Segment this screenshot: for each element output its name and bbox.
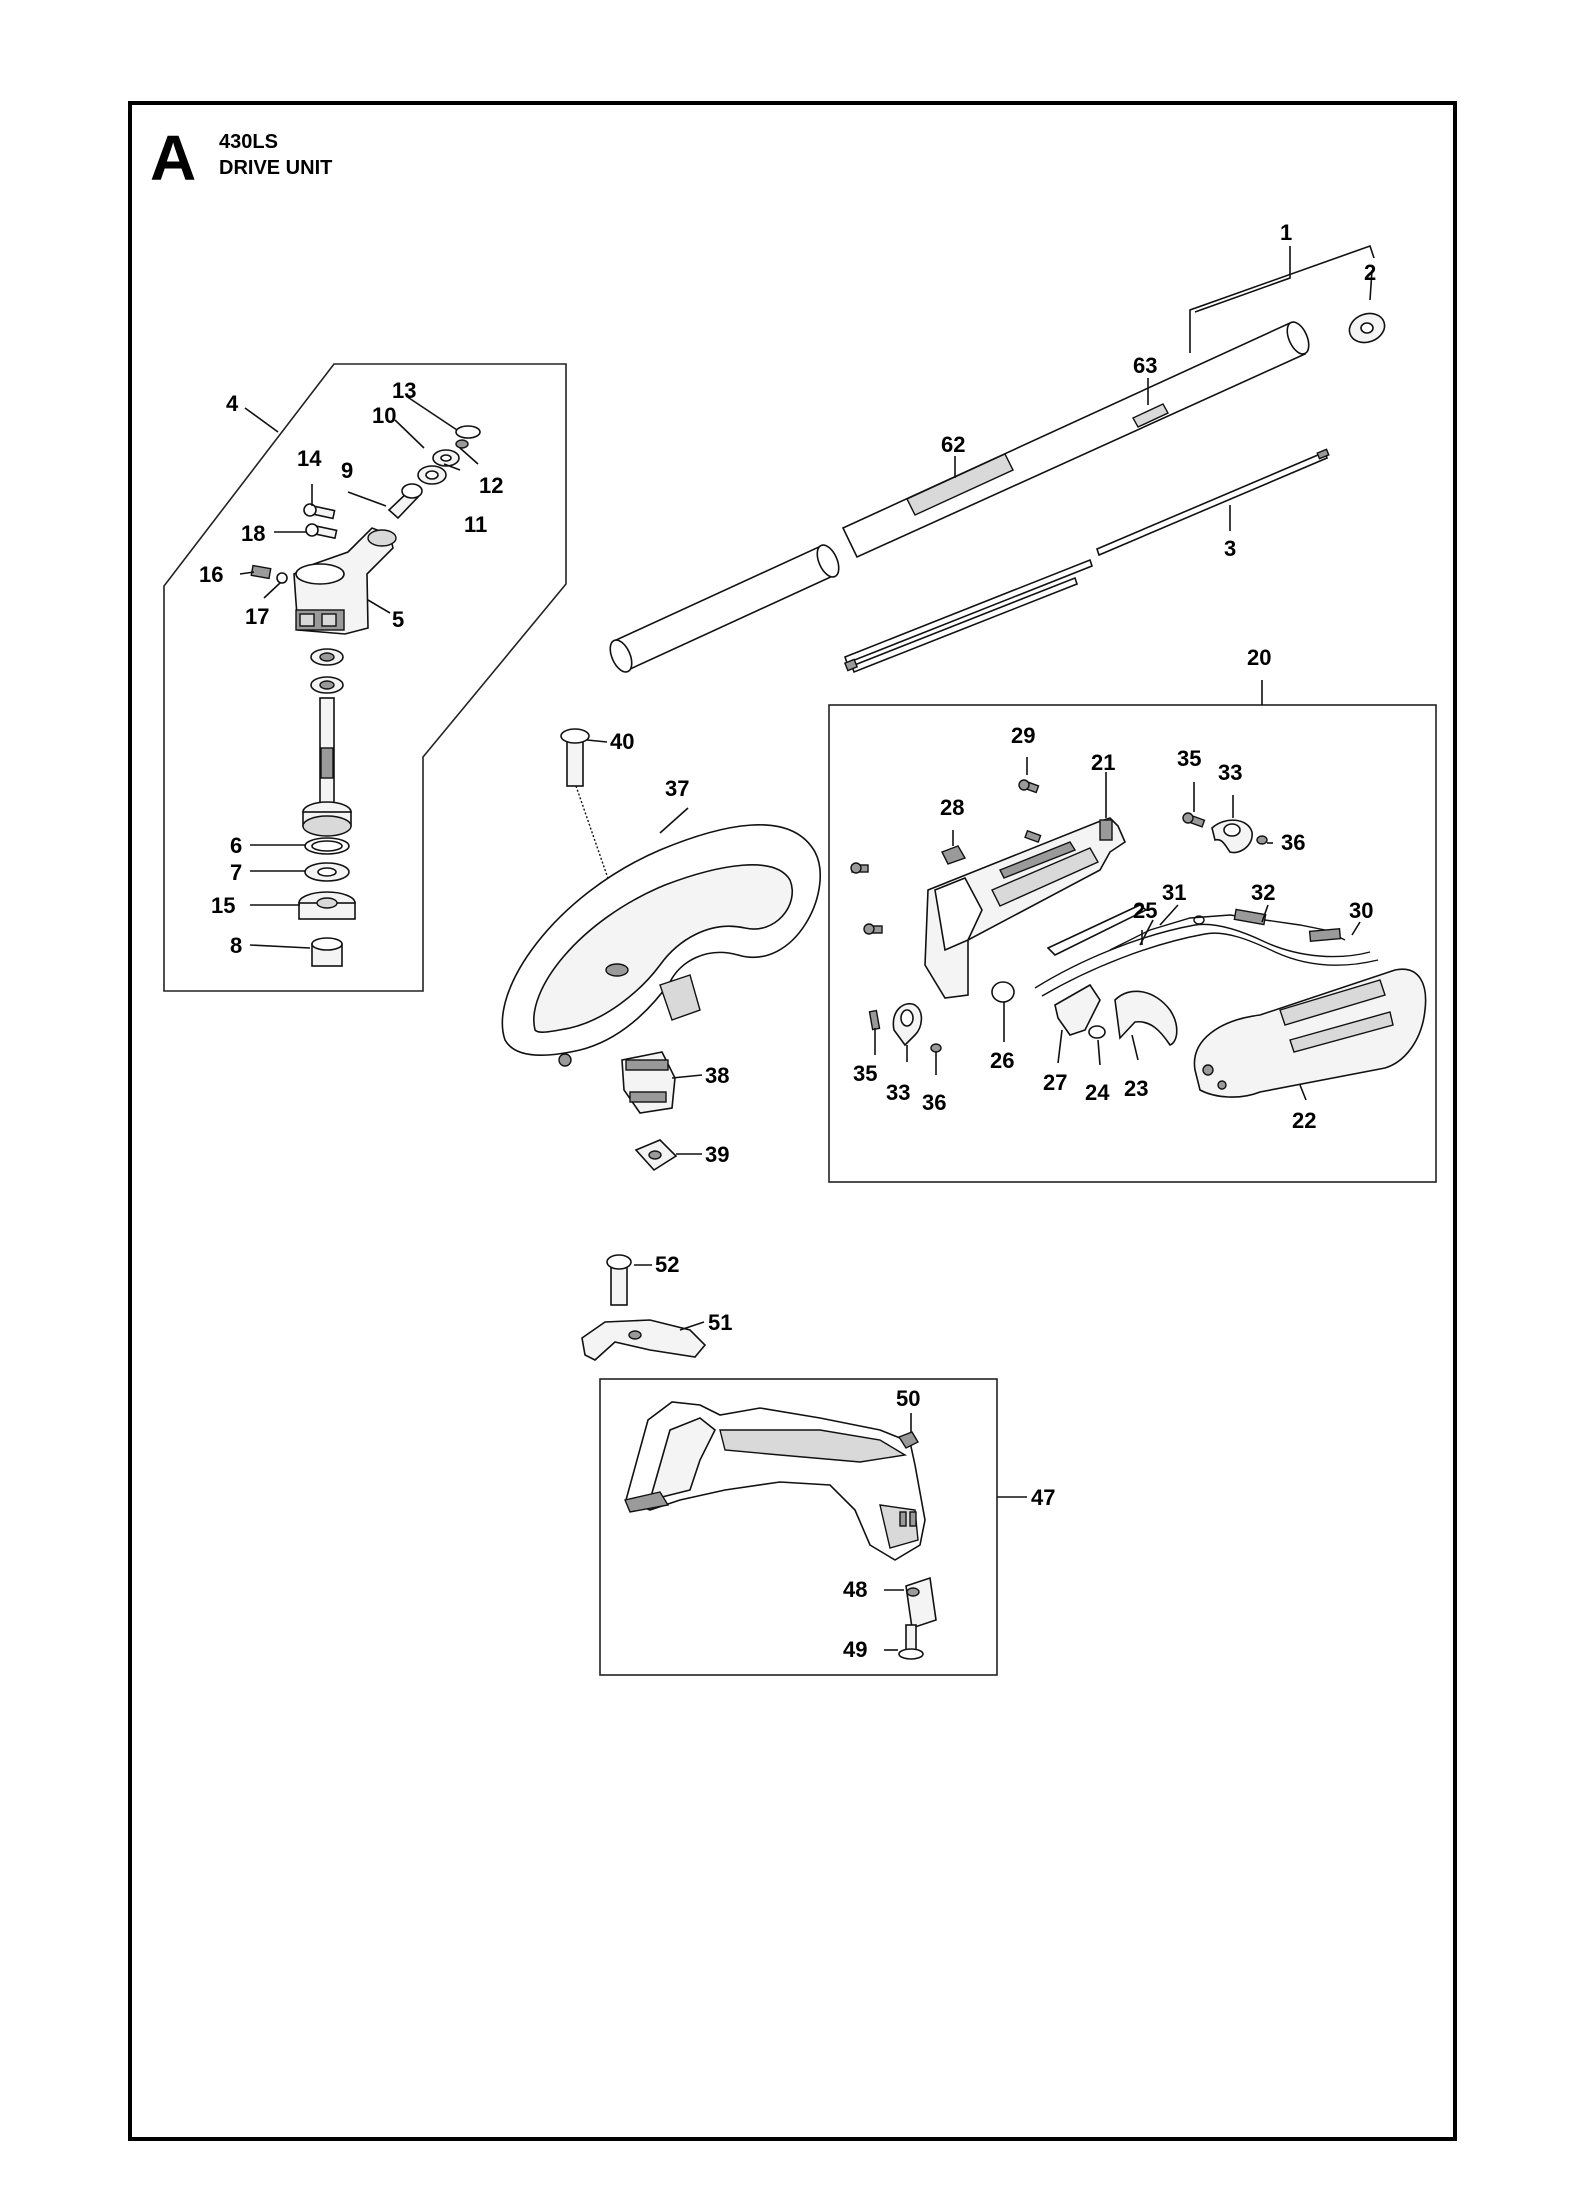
callout-27: 27 xyxy=(1043,1070,1067,1095)
gear-housing xyxy=(293,527,397,635)
callout-50: 50 xyxy=(896,1386,920,1411)
callout-33-bottom: 33 xyxy=(886,1080,910,1105)
callout-22: 22 xyxy=(1292,1108,1316,1133)
callout-39: 39 xyxy=(705,1142,729,1167)
callout-3: 3 xyxy=(1224,536,1236,561)
callout-30: 30 xyxy=(1349,898,1373,923)
callout-9: 9 xyxy=(341,458,353,483)
callout-14: 14 xyxy=(297,446,322,471)
callout-12: 12 xyxy=(479,473,503,498)
handle-group-outline xyxy=(828,704,1437,1183)
guard-bracket: 52 51 xyxy=(581,1252,732,1361)
callout-17: 17 xyxy=(245,604,269,629)
pinion-parts xyxy=(387,425,481,520)
callout-25: 25 xyxy=(1133,898,1157,923)
callout-48: 48 xyxy=(843,1577,867,1602)
callout-35-bottom: 35 xyxy=(853,1061,877,1086)
callout-23: 23 xyxy=(1124,1076,1148,1101)
diagram-header: A 430LS DRIVE UNIT xyxy=(150,122,332,194)
callout-15: 15 xyxy=(211,893,235,918)
callout-35-top: 35 xyxy=(1177,746,1201,771)
handle-group: 20 xyxy=(828,645,1437,1183)
output-shaft-stack xyxy=(298,648,356,967)
gear-group-outline xyxy=(163,363,567,992)
callout-40: 40 xyxy=(610,729,634,754)
callout-16: 16 xyxy=(199,562,223,587)
callout-13: 13 xyxy=(392,378,416,403)
callout-62: 62 xyxy=(941,432,965,457)
callout-20: 20 xyxy=(1247,645,1271,670)
callout-26: 26 xyxy=(990,1048,1014,1073)
callout-1: 1 xyxy=(1280,220,1292,245)
loop-handle-assembly: 40 37 38 39 xyxy=(501,728,821,1172)
callout-47: 47 xyxy=(1031,1485,1055,1510)
callout-51: 51 xyxy=(708,1310,732,1335)
callout-32: 32 xyxy=(1251,880,1275,905)
callout-7: 7 xyxy=(230,860,242,885)
guard-group: 50 47 48 49 xyxy=(599,1378,1055,1676)
callout-18: 18 xyxy=(241,521,265,546)
callout-4: 4 xyxy=(226,391,239,416)
callout-36-bottom: 36 xyxy=(922,1090,946,1115)
callout-11: 11 xyxy=(464,512,487,537)
callout-31: 31 xyxy=(1162,880,1186,905)
gear-leaders xyxy=(239,395,479,949)
callout-21: 21 xyxy=(1091,750,1115,775)
callout-29: 29 xyxy=(1011,723,1035,748)
callout-10: 10 xyxy=(372,403,396,428)
callout-8: 8 xyxy=(230,933,242,958)
section-letter: A xyxy=(150,122,196,194)
callout-52: 52 xyxy=(655,1252,679,1277)
guard-group-outline xyxy=(599,1378,998,1676)
diagram-title: DRIVE UNIT xyxy=(219,157,332,179)
callout-37: 37 xyxy=(665,776,689,801)
callout-38: 38 xyxy=(705,1063,729,1088)
callout-49: 49 xyxy=(843,1637,867,1662)
callout-36-top: 36 xyxy=(1281,830,1305,855)
callout-33-top: 33 xyxy=(1218,760,1242,785)
callout-2: 2 xyxy=(1364,260,1376,285)
callout-28: 28 xyxy=(940,795,964,820)
shaft-tube-assembly: 1 2 63 62 3 xyxy=(609,220,1386,674)
callout-6: 6 xyxy=(230,833,242,858)
bevel-gear-group: 4 13 10 14 9 12 11 18 16 17 5 6 7 15 8 xyxy=(163,363,567,992)
page-frame xyxy=(128,101,1457,2141)
callout-24: 24 xyxy=(1085,1080,1110,1105)
callout-5: 5 xyxy=(392,607,404,632)
housing-screws xyxy=(250,503,338,584)
model-name: 430LS xyxy=(219,131,278,153)
callout-63: 63 xyxy=(1133,353,1157,378)
